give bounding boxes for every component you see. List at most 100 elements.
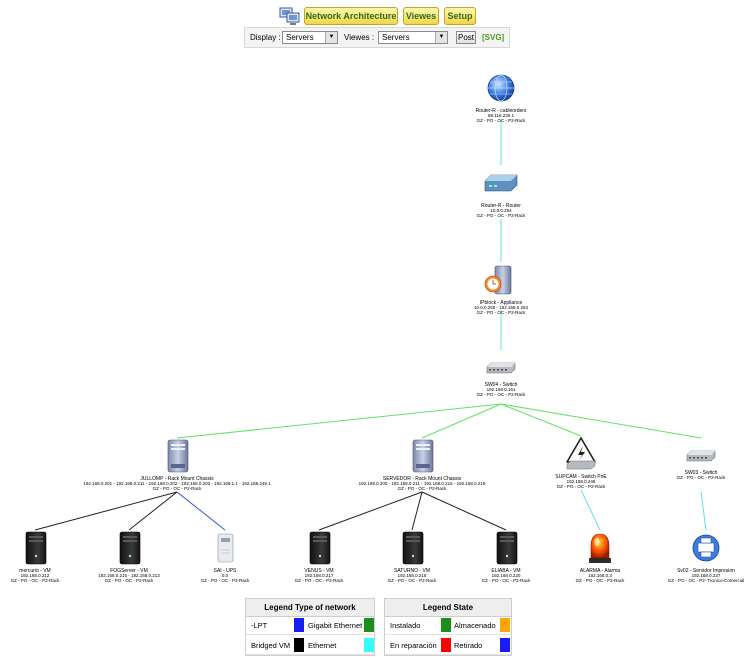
node-name: FOGServer - VM bbox=[110, 568, 148, 574]
legend-item-label: Gigabit Ethernet bbox=[308, 621, 363, 630]
node-sv02-servidor-impresion[interactable]: Sv02 - Servidor Impresion192.168.0.237GZ… bbox=[668, 534, 745, 583]
rack-chassis-icon bbox=[167, 439, 189, 473]
node-name: ELIABA - VM bbox=[491, 568, 520, 574]
computers-icon bbox=[279, 7, 300, 25]
node-attributes: GZ - PO - OC - P2-Rack bbox=[153, 486, 203, 491]
node-name: mercurio - VM bbox=[19, 568, 50, 574]
viewes-button[interactable]: Viewes bbox=[403, 7, 439, 25]
legend-row: Instalado Almacenado bbox=[385, 616, 511, 635]
rack-chassis-icon bbox=[412, 439, 434, 473]
node-ip: 10.0.0.250 - 192.168.0.254 bbox=[474, 305, 529, 310]
node-ip: 192.168.0.200 - 192.168.0.211 - 192.168.… bbox=[359, 481, 486, 486]
switch-icon bbox=[686, 450, 716, 462]
legend-row: -LPT Gigabit Ethernet bbox=[246, 616, 374, 635]
legend-item-label: Instalado bbox=[390, 621, 421, 630]
router-icon bbox=[484, 174, 518, 192]
node-attributes: GZ - PO - OC - P2-Rack bbox=[557, 484, 607, 489]
link-bridged bbox=[128, 491, 178, 531]
node-attributes: GZ - PO - OC - P2-Rack bbox=[398, 486, 448, 491]
server-icon bbox=[119, 531, 141, 565]
viewes-select-value: Servers bbox=[382, 33, 410, 42]
node-name: SW04 - Switch bbox=[485, 382, 518, 388]
display-label: Display : bbox=[250, 33, 281, 42]
viewes-select[interactable]: Servers ▼ bbox=[378, 31, 448, 44]
link-gigabit bbox=[421, 403, 502, 439]
legend-swatch bbox=[441, 618, 451, 632]
server-icon bbox=[25, 531, 47, 565]
node-name: SUPCAM - Switch PoE bbox=[555, 474, 607, 480]
link-bridged bbox=[411, 491, 423, 531]
warning-icon bbox=[566, 437, 596, 470]
server-icon bbox=[496, 531, 518, 565]
node-ip: 192.168.0.3 bbox=[588, 573, 612, 578]
link-gigabit bbox=[176, 403, 502, 439]
node-ip: 192.168.0.237 bbox=[692, 573, 721, 578]
printer-icon bbox=[692, 534, 720, 562]
node-ip: 192.168.0.161 bbox=[487, 387, 516, 392]
node-attributes: GZ - PO - OC - P2-Rack bbox=[477, 310, 527, 315]
node-name: SW03 - Switch bbox=[685, 470, 718, 476]
link-gigabit bbox=[500, 403, 582, 437]
link-bridged bbox=[421, 491, 507, 531]
node-attributes: GZ - PO - OC - P2-Rack bbox=[482, 578, 532, 583]
setup-button[interactable]: Setup bbox=[444, 7, 476, 25]
legend-row: Bridged VM Ethernet bbox=[246, 636, 374, 655]
node-attributes: GZ - PO - OC - P2-Rack bbox=[477, 213, 527, 218]
node-attributes: GZ - PO - OC - P2-Rack bbox=[576, 578, 626, 583]
globe-icon bbox=[487, 74, 515, 102]
node-name: VENUS - VM bbox=[304, 568, 333, 574]
node-ip: 192.168.0.217 bbox=[305, 573, 334, 578]
legend-item-label: Retirado bbox=[454, 641, 483, 650]
node-ip: 192.168.0.215 - 192.168.0.213 bbox=[98, 573, 160, 578]
node-attributes: GZ - PO - OC - P2-Rack bbox=[105, 578, 155, 583]
legend-swatch bbox=[500, 618, 510, 632]
legend-state-title: Legend State bbox=[385, 599, 511, 617]
node-name: Sv02 - Servidor Impresion bbox=[677, 568, 735, 574]
node-ip: 192.168.0.218 bbox=[398, 573, 427, 578]
svg-export-link[interactable]: [SVG] bbox=[482, 33, 505, 42]
filter-bar: Display : Servers ▼ Viewes : Servers ▼ P… bbox=[244, 27, 510, 48]
legend-item-label: Ethernet bbox=[308, 641, 337, 650]
node-ip: 10.0.0.254 bbox=[490, 208, 512, 213]
node-attributes: GZ - PO - OC - P2-Rack bbox=[477, 118, 527, 123]
link-bridged bbox=[318, 491, 423, 531]
node-ip: 192.168.0.248 bbox=[567, 479, 596, 484]
link-ethernet bbox=[700, 491, 707, 531]
display-select-value: Servers bbox=[286, 33, 314, 42]
chevron-down-icon: ▼ bbox=[435, 32, 447, 43]
node-name: SATURNO - VM bbox=[394, 568, 430, 574]
legend-network-title: Legend Type of network bbox=[246, 599, 374, 617]
node-ip: 192.168.0.212 bbox=[21, 573, 50, 578]
legend-swatch bbox=[364, 618, 374, 632]
post-button[interactable]: Post bbox=[456, 31, 476, 44]
node-servedor-chassis[interactable]: SERVEDOR - Rack Mount Chassis192.168.0.2… bbox=[359, 439, 486, 491]
legend-swatch bbox=[500, 638, 510, 652]
network-architecture-button[interactable]: Network Architecture bbox=[304, 7, 398, 25]
legend-item-label: En reparación bbox=[390, 641, 437, 650]
node-attributes: GZ - PO - OC - P2-Rack bbox=[677, 475, 727, 480]
ups-icon bbox=[217, 533, 234, 563]
display-select[interactable]: Servers ▼ bbox=[282, 31, 338, 44]
legend-row: En reparación Retirado bbox=[385, 636, 511, 655]
top-toolbar: Network Architecture Viewes Setup bbox=[0, 4, 756, 26]
node-name: IPblock - Appliance bbox=[480, 300, 523, 306]
link-bridged bbox=[34, 491, 178, 531]
node-attributes: GZ - PO - OC - P2-Rack bbox=[11, 578, 61, 583]
node-jullomp-chassis[interactable]: JULLOMP - Rack Mount Chassis192.168.0.20… bbox=[83, 439, 271, 491]
link-gigabit bbox=[500, 403, 702, 439]
legend-swatch bbox=[364, 638, 374, 652]
